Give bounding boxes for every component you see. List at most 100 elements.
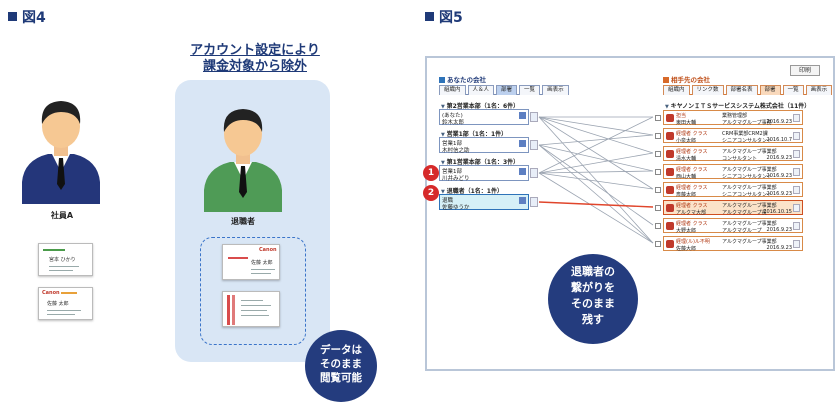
checkbox[interactable] — [655, 169, 661, 175]
node-title: アルクマグループ長 — [722, 210, 767, 216]
contact-node[interactable]: 経理者 クラス 清水大輔 アルクマグループ事業部 コンサルタント 2016.9.… — [655, 146, 803, 162]
card-icon[interactable] — [793, 204, 800, 212]
node-title: アルクマグループ事務 — [722, 120, 772, 126]
business-card: 宮本 ひかり — [38, 243, 93, 276]
partner-company-label: 相手先の会社 — [671, 76, 710, 84]
own-company-label: あなたの会社 — [447, 76, 486, 84]
contact-node[interactable]: 担当 東田大輔 業務管理部 アルクマグループ事務 2016.9.23 — [655, 110, 803, 126]
person-icon — [519, 168, 526, 175]
node-date: 2016.9.23 — [766, 173, 792, 179]
checkbox[interactable] — [655, 115, 661, 121]
node-name: 川井みどり — [442, 176, 470, 182]
contact-icon — [666, 150, 674, 158]
node-role: 経理者 クラス — [676, 221, 708, 227]
contact-node-highlighted[interactable]: 経理者 クラス アルクマ大部 アルクマグループ事業部 アルクマグループ長 201… — [655, 200, 803, 216]
node-title: コンサルタント — [722, 156, 758, 162]
card-icon[interactable] — [793, 132, 800, 140]
node-date: 2016.9.23 — [766, 119, 792, 125]
person-node[interactable]: 営業1部 木村信之助 — [439, 137, 538, 154]
card-icon — [530, 140, 538, 150]
partner-company-tabs: 組織内 リンク数 部署名表 部署 一覧 画表示 — [663, 85, 833, 95]
tab-list[interactable]: 一覧 — [782, 85, 804, 95]
connection-line — [538, 152, 654, 174]
node-role: 経理者 クラス — [676, 185, 708, 191]
node-dept: アルクマグループ事業部 — [722, 239, 777, 245]
node-title: アルクマグループ — [722, 228, 762, 234]
contact-node[interactable]: 経理者 クラス 大野太郎 アルクマグループ事業部 アルクマグループ 2016.9… — [655, 218, 803, 234]
person-node[interactable]: (あなた) 鈴木太郎 — [439, 109, 538, 126]
group-header[interactable]: 第1営業本部（1名：3件） — [441, 157, 520, 166]
node-name: 清水大輔 — [676, 156, 697, 162]
checkbox[interactable] — [655, 187, 661, 193]
connection-line — [538, 172, 654, 190]
checkbox[interactable] — [655, 133, 661, 139]
contact-node[interactable]: 経理者 クラス 小泉太郎 CRM事業部CRM2課 シニアコンサルタント 2016… — [655, 128, 803, 144]
connection-line — [538, 116, 654, 136]
figure5-title: 図5 — [425, 7, 463, 27]
print-button[interactable]: 印刷 — [790, 65, 820, 76]
node-role: 経理者 クラス — [676, 149, 708, 155]
own-company-tabs: 組織内 人＆人 部署 一覧 画表示 — [439, 85, 569, 95]
connection-lines — [538, 116, 654, 244]
tab-list[interactable]: 一覧 — [519, 85, 541, 95]
tab-org[interactable]: 組織内 — [439, 85, 466, 95]
figure5-callout-bubble: 退職者の 繋がりを そのまま 残す — [548, 254, 638, 344]
connection-line — [538, 172, 654, 244]
node-name: 西山大輔 — [676, 174, 697, 180]
contact-icon — [666, 114, 674, 122]
connection-line — [538, 144, 654, 226]
group-header[interactable]: 第2営業本部（1名：6件） — [441, 101, 520, 110]
card-icon[interactable] — [793, 222, 800, 230]
node-role: 経理者 クラス — [676, 167, 708, 173]
node-date: 2016.9.23 — [766, 227, 792, 233]
tab-display[interactable]: 画表示 — [542, 85, 569, 95]
tab-person[interactable]: 人＆人 — [467, 85, 495, 95]
partner-company-header[interactable]: キヤノンＩＴＳサービスシステム株式会社（11件） — [665, 101, 811, 110]
building-icon — [439, 77, 445, 83]
card-icon[interactable] — [793, 114, 800, 122]
contact-node[interactable]: 経理(ル)ル不明 佐藤大郎 アルクマグループ事業部 2016.9.23 — [655, 236, 803, 252]
checkbox[interactable] — [655, 223, 661, 229]
tab-department[interactable]: 部署 — [496, 85, 518, 95]
figure4-caption: アカウント設定により 課金対象から除外 — [170, 43, 340, 75]
node-date: 2016.9.23 — [766, 245, 792, 251]
connection-line — [538, 116, 654, 174]
tab-org[interactable]: 組織内 — [663, 85, 690, 95]
contact-icon — [666, 222, 674, 230]
node-dept: 営業1部 — [442, 141, 462, 147]
person-node[interactable]: 営業1部 川井みどり — [439, 165, 538, 182]
card-icon[interactable] — [793, 168, 800, 176]
tab-department[interactable]: 部署 — [759, 85, 781, 95]
node-name: 鈴木太郎 — [442, 120, 465, 126]
building-icon — [663, 77, 669, 83]
contact-node[interactable]: 経理者 クラス 斎藤太郎 アルクマグループ事業部 シニアコンサルタント 2016… — [655, 182, 803, 198]
node-dept: アルクマグループ事業部 — [722, 221, 777, 227]
connection-line — [538, 170, 654, 174]
checkbox[interactable] — [655, 205, 661, 211]
node-name: 佐藤ゆうか — [442, 205, 470, 211]
tab-link-count[interactable]: リンク数 — [691, 85, 724, 95]
node-dept: 営業1部 — [442, 169, 462, 175]
card-icon[interactable] — [793, 240, 800, 248]
bubble-line: そのまま — [320, 358, 362, 370]
retiree-node[interactable]: 退職 佐藤ゆうか — [439, 194, 538, 211]
group-header[interactable]: 営業1部（1名：1件） — [441, 129, 508, 138]
tab-department-name[interactable]: 部署名表 — [725, 85, 758, 95]
checkbox[interactable] — [655, 151, 661, 157]
card-icon[interactable] — [793, 186, 800, 194]
group-header[interactable]: 退職者（1名：1件） — [441, 186, 503, 195]
card-icon[interactable] — [793, 150, 800, 158]
card-icon — [530, 112, 538, 122]
node-role: 経理者 クラス — [676, 203, 708, 209]
node-dept: CRM事業部CRM2課 — [722, 131, 768, 137]
node-date: 2016.10.15 — [763, 209, 792, 215]
tab-display[interactable]: 画表示 — [805, 85, 833, 95]
contact-node[interactable]: 経理者 クラス 西山大輔 アルクマグループ事業部 シニアコンサルタント 2016… — [655, 164, 803, 180]
figure4-title: 図4 — [8, 7, 46, 27]
contact-icon — [666, 132, 674, 140]
bubble-line: 退職者の — [571, 265, 615, 278]
contact-icon — [666, 186, 674, 194]
retiree-avatar — [204, 109, 282, 212]
checkbox[interactable] — [655, 241, 661, 247]
person-icon — [519, 197, 526, 204]
